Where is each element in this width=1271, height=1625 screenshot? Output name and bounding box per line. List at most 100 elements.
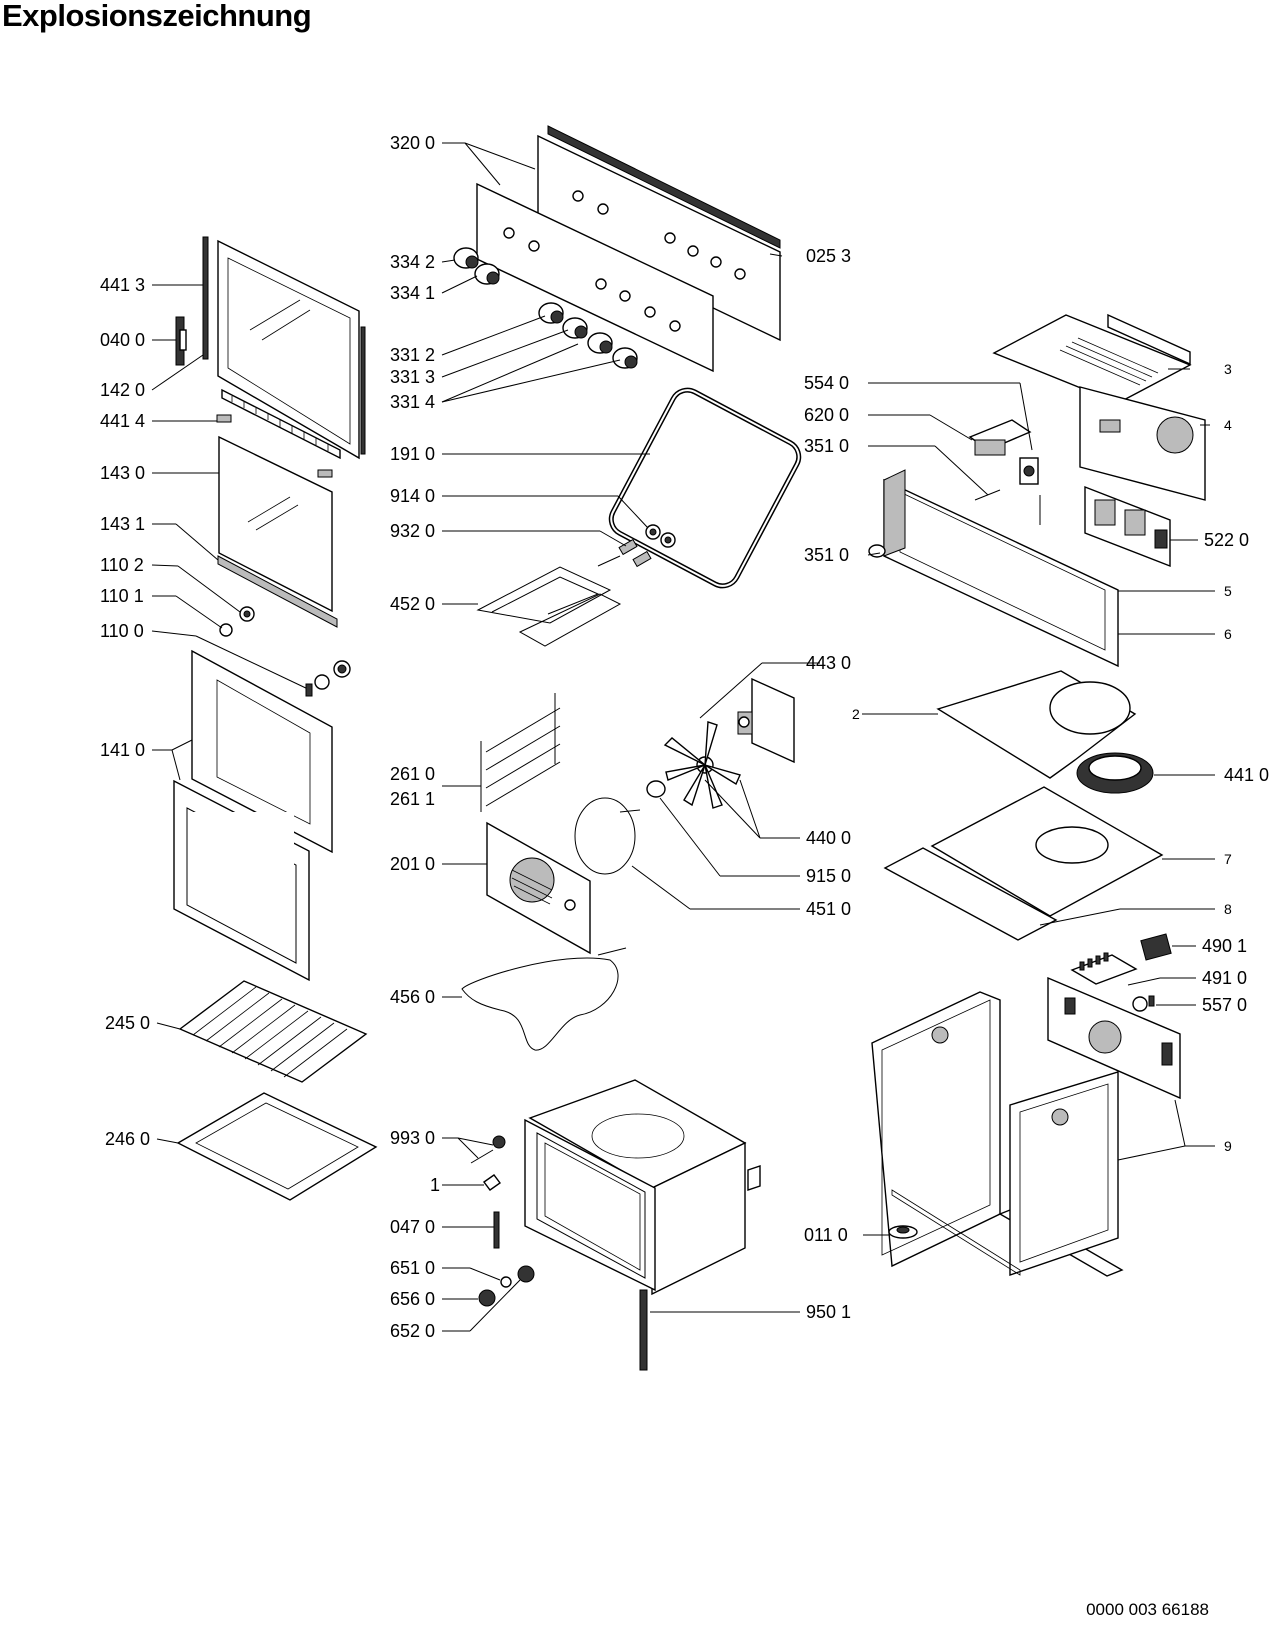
label-110-0: 110 0 xyxy=(100,621,144,641)
connector-strip xyxy=(1070,952,1138,985)
temperature-limiter xyxy=(1132,995,1155,1012)
label-491-0: 491 0 xyxy=(1202,968,1247,988)
label-334-1: 334 1 xyxy=(390,283,435,303)
label-143-0: 143 0 xyxy=(100,463,145,483)
label-351-0-a: 351 0 xyxy=(804,436,849,456)
label-451-0: 451 0 xyxy=(806,899,851,919)
fan-motor xyxy=(737,677,795,764)
label-554-0: 554 0 xyxy=(804,373,849,393)
label-110-1: 110 1 xyxy=(100,586,144,606)
label-334-2: 334 2 xyxy=(390,252,435,272)
door-inner-frame xyxy=(202,236,366,460)
door-outer-panel xyxy=(191,649,333,854)
label-7: 7 xyxy=(1224,851,1232,867)
label-331-2: 331 2 xyxy=(390,345,435,365)
label-1: 1 xyxy=(430,1175,440,1195)
label-351-0-b: 351 0 xyxy=(804,545,849,565)
label-261-1: 261 1 xyxy=(390,789,435,809)
label-201-0: 201 0 xyxy=(390,854,435,874)
label-8: 8 xyxy=(1224,901,1232,917)
control-panel-back xyxy=(537,125,781,342)
control-knobs xyxy=(453,247,638,369)
label-993-0: 993 0 xyxy=(390,1128,435,1148)
door-hinge-bar xyxy=(217,555,338,628)
label-5: 5 xyxy=(1224,583,1232,599)
label-557-0: 557 0 xyxy=(1202,995,1247,1015)
oven-shelf-supports xyxy=(480,693,561,812)
label-441-0: 441 0 xyxy=(1224,765,1269,785)
label-331-3: 331 3 xyxy=(390,367,435,387)
door-hinge-part xyxy=(175,316,187,366)
label-443-0: 443 0 xyxy=(806,653,851,673)
label-441-4: 441 4 xyxy=(100,411,145,431)
door-vent-strip xyxy=(216,388,341,478)
fan-housing-top xyxy=(936,670,1137,779)
door-gasket xyxy=(608,387,802,589)
oven-cavity xyxy=(524,1079,761,1371)
back-panel-board xyxy=(1047,976,1181,1100)
label-652-0: 652 0 xyxy=(390,1321,435,1341)
lamp-parts xyxy=(618,524,676,568)
label-620-0: 620 0 xyxy=(804,405,849,425)
wire-rack xyxy=(178,980,368,1083)
label-456-0: 456 0 xyxy=(390,987,435,1007)
label-2: 2 xyxy=(852,706,860,722)
baking-tray xyxy=(176,1092,378,1201)
label-522-0: 522 0 xyxy=(1204,530,1249,550)
label-4: 4 xyxy=(1224,417,1232,433)
label-261-0: 261 0 xyxy=(390,764,435,784)
document-number: 0000 003 66188 xyxy=(1086,1600,1209,1619)
lower-heating-element xyxy=(461,947,627,1051)
door-handle-set xyxy=(177,565,351,697)
relay-module xyxy=(968,419,1032,456)
fan-cover-panel xyxy=(486,821,591,955)
adjustable-foot xyxy=(888,1225,918,1239)
label-047-0: 047 0 xyxy=(390,1217,435,1237)
part-labels: 441 3 040 0 142 0 441 4 143 0 143 1 110 … xyxy=(100,133,1269,1341)
label-110-2: 110 2 xyxy=(100,555,144,575)
label-245-0: 245 0 xyxy=(105,1013,150,1033)
small-fasteners xyxy=(470,1135,535,1307)
label-656-0: 656 0 xyxy=(390,1289,435,1309)
terminal-block xyxy=(1140,933,1172,961)
label-011-0: 011 0 xyxy=(804,1225,848,1245)
label-320-0: 320 0 xyxy=(390,133,435,153)
label-142-0: 142 0 xyxy=(100,380,145,400)
label-331-4: 331 4 xyxy=(390,392,435,412)
tangential-fan xyxy=(1076,752,1154,794)
label-143-1: 143 1 xyxy=(100,514,145,534)
label-490-1: 490 1 xyxy=(1202,936,1247,956)
label-651-0: 651 0 xyxy=(390,1258,435,1278)
top-cover-plate xyxy=(992,313,1192,404)
fan-blade xyxy=(646,721,741,809)
rear-panel xyxy=(1079,386,1206,501)
label-141-0: 141 0 xyxy=(100,740,145,760)
ring-heating-element xyxy=(574,797,641,875)
label-040-0: 040 0 xyxy=(100,330,145,350)
label-440-0: 440 0 xyxy=(806,828,851,848)
door-glass-panel xyxy=(218,435,333,613)
label-441-3: 441 3 xyxy=(100,275,145,295)
grill-heating-element xyxy=(476,555,622,647)
label-025-3: 025 3 xyxy=(806,246,851,266)
label-914-0: 914 0 xyxy=(390,486,435,506)
door-seal-frame xyxy=(173,779,310,982)
control-panel-front xyxy=(476,182,714,373)
outer-housing xyxy=(871,991,1124,1277)
insulation-plate xyxy=(883,786,1164,941)
label-6: 6 xyxy=(1224,626,1232,642)
timer-unit xyxy=(1019,457,1041,525)
label-9: 9 xyxy=(1224,1138,1232,1154)
label-932-0: 932 0 xyxy=(390,521,435,541)
switch-block xyxy=(1084,485,1171,568)
label-452-0: 452 0 xyxy=(390,594,435,614)
label-915-0: 915 0 xyxy=(806,866,851,886)
leader-lines xyxy=(151,142,1215,1332)
label-191-0: 191 0 xyxy=(390,444,435,464)
label-950-1: 950 1 xyxy=(806,1302,851,1322)
page-title: Explosionszeichnung xyxy=(2,0,312,33)
control-frame xyxy=(868,469,1119,668)
label-246-0: 246 0 xyxy=(105,1129,150,1149)
label-3: 3 xyxy=(1224,361,1232,377)
